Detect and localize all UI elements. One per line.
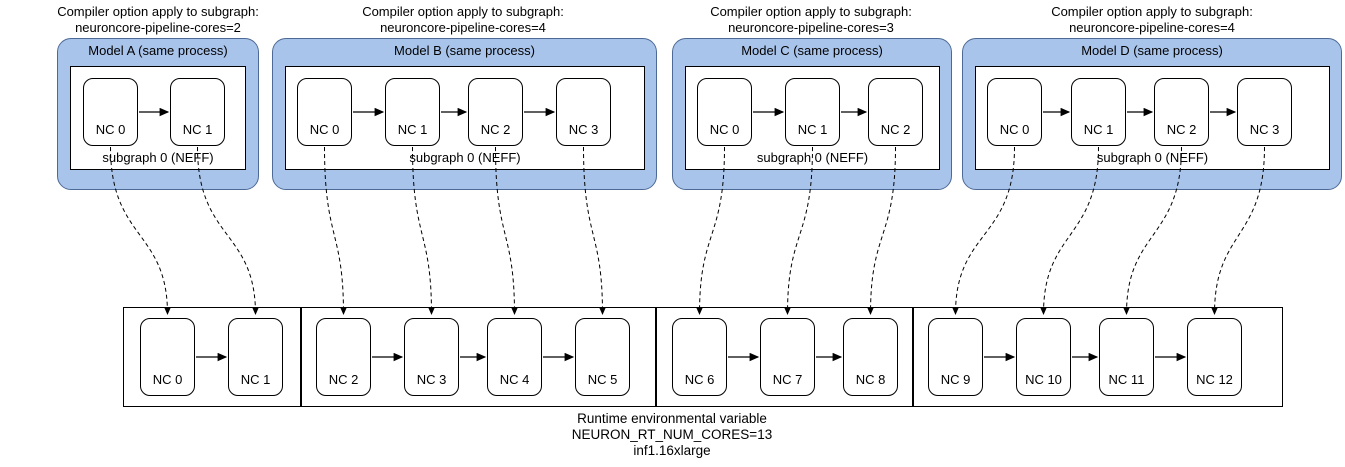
runtime-nc-5: NC 5 [575,318,630,396]
runtime-nc-9: NC 9 [928,318,983,396]
nc-label: NC 1 [240,372,271,387]
model-d-nc-3: NC 3 [1237,78,1292,146]
nc-label: NC 10 [1025,372,1062,387]
nc-label: NC 0 [309,122,340,137]
nc-label: NC 0 [999,122,1030,137]
model-d-subgraph-label: subgraph 0 (NEFF) [1096,150,1209,165]
runtime-nc-8: NC 8 [843,318,898,396]
nc-label: NC 4 [499,372,530,387]
compiler-option-line2: neuroncore-pipeline-cores=4 [1069,20,1235,35]
compiler-option-line2: neuroncore-pipeline-cores=2 [75,20,241,35]
runtime-nc-11: NC 11 [1099,318,1154,396]
compiler-option-line1: Compiler option apply to subgraph: [1051,4,1253,19]
nc-label: NC 3 [568,122,599,137]
runtime-caption-line1: Runtime environmental variable [577,411,767,426]
compiler-option-label-model-a: Compiler option apply to subgraph: neuro… [28,4,288,36]
nc-label: NC 3 [1249,122,1280,137]
runtime-nc-0: NC 0 [140,318,195,396]
compiler-option-label-model-d: Compiler option apply to subgraph: neuro… [1022,4,1282,36]
nc-label: NC 0 [152,372,183,387]
runtime-nc-12: NC 12 [1187,318,1242,396]
nc-label: NC 0 [709,122,740,137]
nc-label: NC 1 [182,122,213,137]
nc-label: NC 1 [397,122,428,137]
model-b-nc-2: NC 2 [468,78,523,146]
model-c-nc-0: NC 0 [697,78,752,146]
model-c-nc-2: NC 2 [868,78,923,146]
compiler-option-label-model-b: Compiler option apply to subgraph: neuro… [333,4,593,36]
runtime-caption-line3: inf1.16xlarge [633,443,711,458]
nc-label: NC 6 [684,372,715,387]
compiler-option-line2: neuroncore-pipeline-cores=3 [728,20,894,35]
model-b-title: Model B (same process) [394,43,535,58]
runtime-nc-6: NC 6 [672,318,727,396]
nc-label: NC 8 [855,372,886,387]
model-d-title: Model D (same process) [1081,43,1223,58]
nc-label: NC 1 [1083,122,1114,137]
model-d-nc-2: NC 2 [1154,78,1209,146]
nc-label: NC 5 [587,372,618,387]
nc-label: NC 12 [1196,372,1233,387]
nc-label: NC 2 [328,372,359,387]
nc-label: NC 7 [772,372,803,387]
runtime-nc-4: NC 4 [487,318,542,396]
model-c-subgraph-label: subgraph 0 (NEFF) [756,150,869,165]
nc-label: NC 9 [940,372,971,387]
nc-label: NC 2 [1166,122,1197,137]
runtime-nc-7: NC 7 [760,318,815,396]
nc-label: NC 11 [1108,372,1145,387]
model-d-nc-1: NC 1 [1071,78,1126,146]
runtime-nc-2: NC 2 [316,318,371,396]
model-a-nc-0: NC 0 [83,78,138,146]
compiler-option-label-model-c: Compiler option apply to subgraph: neuro… [681,4,941,36]
model-c-nc-1: NC 1 [785,78,840,146]
compiler-option-line1: Compiler option apply to subgraph: [710,4,912,19]
nc-label: NC 3 [416,372,447,387]
model-c-title: Model C (same process) [741,43,883,58]
runtime-caption: Runtime environmental variable NEURON_RT… [472,411,872,459]
nc-label: NC 2 [480,122,511,137]
model-b-nc-0: NC 0 [297,78,352,146]
nc-label: NC 0 [95,122,126,137]
compiler-option-line1: Compiler option apply to subgraph: [362,4,564,19]
model-a-nc-1: NC 1 [170,78,225,146]
model-a-title: Model A (same process) [88,43,228,58]
compiler-option-line1: Compiler option apply to subgraph: [57,4,259,19]
model-d-nc-0: NC 0 [987,78,1042,146]
runtime-caption-line2: NEURON_RT_NUM_CORES=13 [571,427,773,442]
model-b-nc-1: NC 1 [385,78,440,146]
model-b-nc-3: NC 3 [556,78,611,146]
nc-label: NC 1 [797,122,828,137]
nc-label: NC 2 [880,122,911,137]
model-a-subgraph-label: subgraph 0 (NEFF) [102,150,214,165]
runtime-nc-1: NC 1 [228,318,283,396]
runtime-nc-10: NC 10 [1016,318,1071,396]
runtime-nc-3: NC 3 [404,318,459,396]
compiler-option-line2: neuroncore-pipeline-cores=4 [380,20,546,35]
model-b-subgraph-label: subgraph 0 (NEFF) [409,150,521,165]
